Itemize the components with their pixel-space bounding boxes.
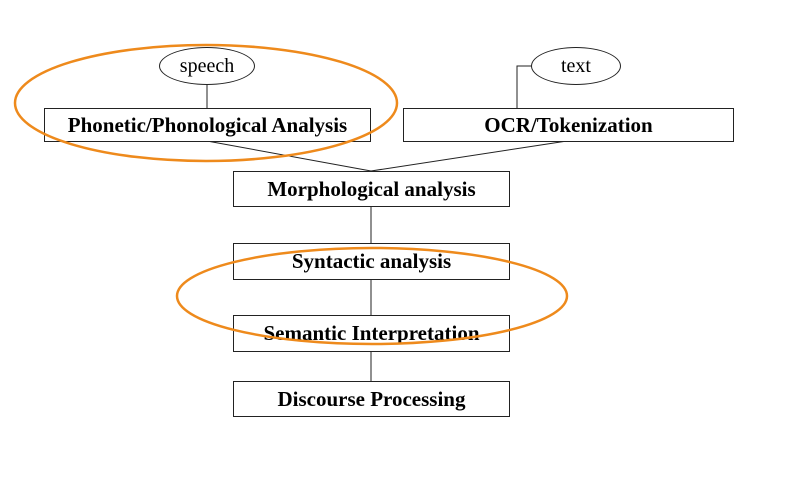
speech-input-bubble: speech — [159, 47, 255, 85]
phonetic-analysis-label: Phonetic/Phonological Analysis — [67, 112, 348, 137]
syntactic-analysis-box: Syntactic analysis — [233, 243, 510, 280]
discourse-processing-label: Discourse Processing — [277, 386, 466, 411]
syntactic-analysis-label: Syntactic analysis — [291, 249, 452, 273]
ocr-tokenization-label: OCR/Tokenization — [484, 112, 653, 137]
phonetic-analysis-box: Phonetic/Phonological Analysis — [44, 108, 371, 142]
ocr-tokenization-box: OCR/Tokenization — [403, 108, 734, 142]
ocr-to-morphological-connector — [370, 140, 568, 172]
text-input-label: text — [561, 54, 591, 77]
morphological-analysis-label: Morphological analysis — [267, 176, 476, 201]
text-to-ocr-connector — [516, 65, 532, 108]
phonetic-to-morphological-connector — [206, 140, 372, 172]
semantic-interpretation-box: Semantic Interpretation — [233, 315, 510, 352]
morphological-analysis-box: Morphological analysis — [233, 171, 510, 207]
discourse-processing-box: Discourse Processing — [233, 381, 510, 417]
text-input-bubble: text — [531, 47, 621, 85]
speech-input-label: speech — [179, 54, 235, 77]
semantic-interpretation-label: Semantic Interpretation — [263, 321, 480, 345]
